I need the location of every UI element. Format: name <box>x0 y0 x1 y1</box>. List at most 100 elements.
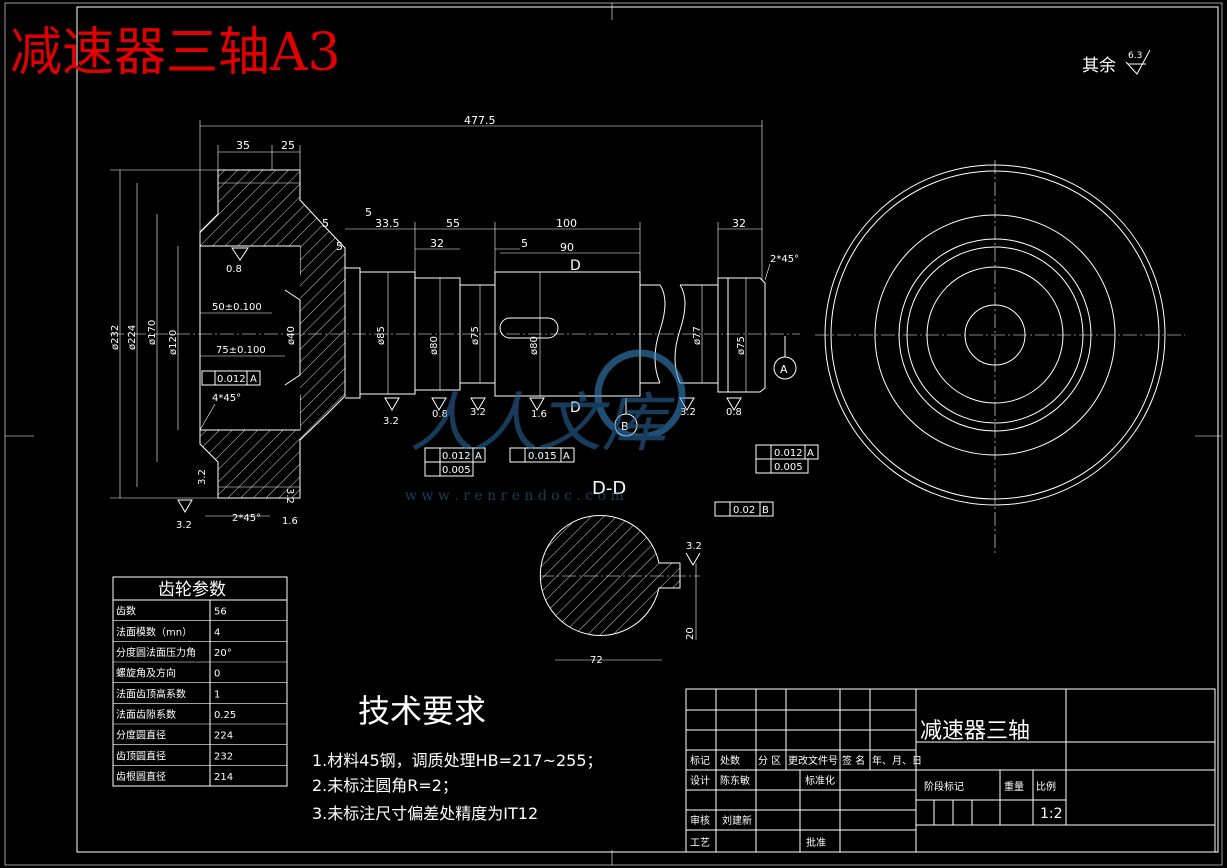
dim-5d: 5 <box>521 237 528 250</box>
dim-55: 55 <box>446 217 460 230</box>
tb-review: 审核 <box>690 814 710 827</box>
dim-dia77: ø77 <box>692 326 703 345</box>
tb-weight: 重量 <box>1004 780 1024 793</box>
gear-param-value: 214 <box>214 772 233 783</box>
gear-param-key: 螺旋角及方向 <box>116 667 176 680</box>
tol-s1-cyl: 0.005 <box>442 465 471 476</box>
dim-dia224: ø224 <box>127 325 138 350</box>
ra-10: 1.6 <box>282 516 298 527</box>
ra-2: 3.2 <box>383 416 399 427</box>
chamfer-left: 4*45° <box>212 393 241 404</box>
ra-9: 3.2 <box>197 469 208 485</box>
tol-s2-value: 0.015 <box>528 451 557 462</box>
tb-name: 减速器三轴 <box>920 719 1030 744</box>
gear-param-key: 齿顶圆直径 <box>116 749 166 762</box>
dim-5a: 5 <box>322 217 329 230</box>
ra-4: 3.2 <box>470 407 486 418</box>
tb-approve: 批准 <box>806 836 826 849</box>
tol-s2-ref: A <box>563 451 570 462</box>
tb-standard: 标准化 <box>805 774 835 787</box>
dim-dia75b: ø75 <box>736 336 747 355</box>
tb-h-zone: 分 区 <box>758 755 781 767</box>
gear-param-value: 224 <box>214 731 233 742</box>
dim-32b: 32 <box>732 217 746 230</box>
tb-design: 设计 <box>690 774 710 787</box>
tb-scale: 1:2 <box>1040 806 1063 822</box>
ra-1: 0.8 <box>226 264 242 275</box>
gear-param-key: 法面齿隙系数 <box>116 708 176 721</box>
roughness-rest-symbol <box>1125 49 1151 75</box>
tech-item-2: 2.未标注圆角R=2； <box>312 776 458 795</box>
gear-param-value: 1 <box>214 689 220 700</box>
watermark-url: w w w . r e n r e n d o c . c o m <box>405 488 624 504</box>
gear-param-value: 0 <box>214 669 220 680</box>
drawing-title: 减速器三轴A3 <box>10 23 341 83</box>
section-dd-title: D-D <box>592 478 626 499</box>
ra-3: 0.8 <box>432 409 448 420</box>
tb-designer: 陈东敏 <box>720 774 750 787</box>
chamfer-bottom: 2*45° <box>232 513 261 524</box>
tech-requirements: 技术要求 1.材料45钢，调质处理HB=217~255； 2.未标注圆角R=2；… <box>312 692 603 823</box>
gear-param-value: 0.25 <box>214 710 236 721</box>
gear-param-key: 分度圆直径 <box>116 729 166 742</box>
dim-100: 100 <box>556 217 577 230</box>
roughness-rest-value: 6.3 <box>1128 51 1142 61</box>
shaft-outline <box>345 267 766 399</box>
gear-param-value: 56 <box>214 607 227 618</box>
gear-param-value: 20° <box>214 648 232 659</box>
tol-key-value: 0.02 <box>733 505 755 516</box>
tb-h-doc: 更改文件号 <box>788 754 838 767</box>
dim-dia170: ø170 <box>147 320 158 345</box>
chamfer-right: 2*45° <box>770 254 799 265</box>
key-depth: 72 <box>590 655 603 666</box>
tol-s1-value: 0.012 <box>442 451 471 462</box>
datum-a: A <box>780 363 788 376</box>
dim-dia80: ø80 <box>429 336 440 355</box>
dim-overall: 477.5 <box>464 114 496 127</box>
tol-s1-ref: A <box>475 451 482 462</box>
dim-dia232: ø232 <box>110 325 121 350</box>
dim-dia120: ø120 <box>168 330 179 355</box>
roughness-marks: 0.8 3.2 0.8 3.2 1.6 3.2 0.8 3.2 3.2 1.6 … <box>176 247 742 531</box>
tech-item-3: 3.未标注尺寸偏差处精度为IT12 <box>312 804 538 823</box>
watermark-name: 人人文库 <box>410 387 675 461</box>
tb-h-sign: 签 名 <box>842 754 865 767</box>
tol-s3-ref: A <box>807 448 814 459</box>
dim-75: 75±0.100 <box>216 345 266 356</box>
dim-90: 90 <box>560 241 574 254</box>
gear-param-key: 法面模数（mn） <box>116 625 192 638</box>
inner-border <box>76 6 1219 853</box>
gear-param-key: 法面齿顶高系数 <box>116 687 186 700</box>
dim-50: 50±0.100 <box>212 302 262 313</box>
tol-key-ref: B <box>762 505 769 516</box>
ra-key: 3.2 <box>686 541 702 552</box>
tb-h-date: 年、月、日 <box>872 754 922 767</box>
tb-h-mark: 标记 <box>690 755 710 767</box>
diameter-dimensions: ø232 ø224 ø170 ø120 ø40 ø85 ø80 ø75 ø80 … <box>110 169 747 524</box>
key-width: 20 <box>685 627 696 640</box>
ra-11: 3.2 <box>284 488 295 504</box>
roughness-rest-label: 其余 <box>1082 56 1116 76</box>
datum-b: B <box>621 420 629 433</box>
dim-32a: 32 <box>430 237 444 250</box>
section-mark-bottom: D <box>570 400 581 416</box>
section-mark-top: D <box>570 258 581 274</box>
title-block: 减速器三轴 标记 处数 分 区 更改文件号 签 名 年、月、日 设计 陈东敏 标… <box>685 688 1216 853</box>
tech-title: 技术要求 <box>358 692 486 730</box>
top-dimensions: 477.5 35 25 5 5 5 33.5 55 100 32 5 90 32… <box>199 114 799 281</box>
tb-h-count: 处数 <box>720 754 740 767</box>
ra-5: 1.6 <box>531 409 547 420</box>
dim-35: 35 <box>236 139 250 152</box>
gear-section <box>199 169 346 499</box>
tol-gear-ref: A <box>250 374 257 385</box>
gear-param-key: 齿数 <box>116 605 136 618</box>
tol-s3-value: 0.012 <box>774 448 803 459</box>
gear-table-title: 齿轮参数 <box>158 580 226 600</box>
tol-gear-value: 0.012 <box>217 374 246 385</box>
outer-border <box>4 2 1223 866</box>
ra-6: 3.2 <box>680 407 696 418</box>
dim-5c: 5 <box>336 240 343 253</box>
end-view <box>815 160 1185 555</box>
